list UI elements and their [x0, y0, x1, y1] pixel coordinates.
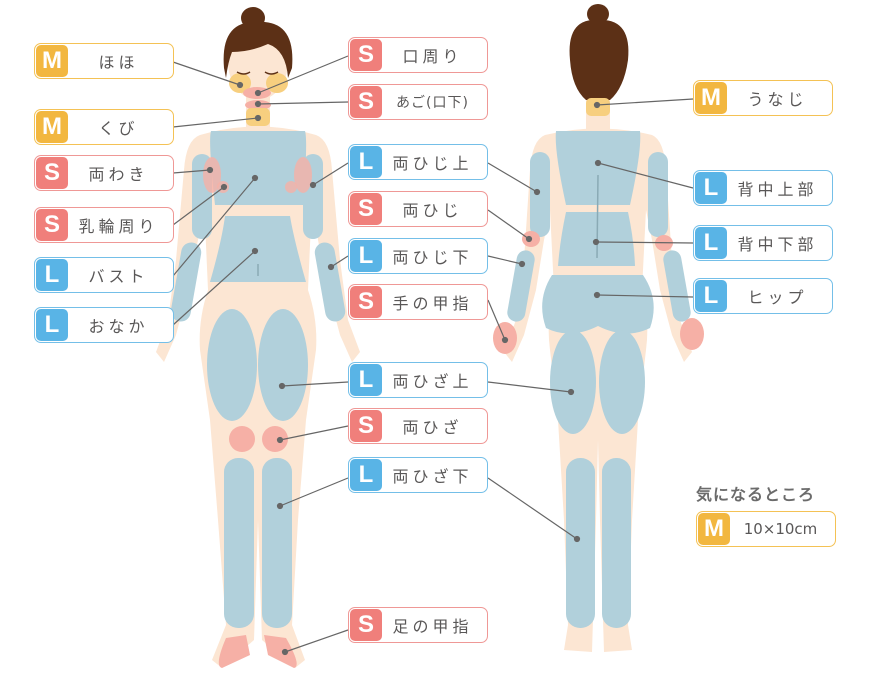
front-body-figure [156, 7, 360, 668]
size-badge: M [695, 82, 727, 114]
size-badge: L [36, 259, 68, 291]
area-name: 背中上部 [737, 180, 818, 199]
area-name: 乳輪周り [78, 217, 159, 236]
area-name: 両ひじ下 [392, 248, 473, 267]
area-name: 背中下部 [737, 235, 818, 254]
size-badge: L [695, 172, 727, 204]
label-ryowaki: S 両わき [34, 155, 174, 191]
size-badge: L [695, 280, 727, 312]
size-badge: M [698, 513, 730, 545]
leader-lines [172, 55, 694, 656]
size-badge: M [36, 45, 68, 77]
label-senaka-jobu: L 背中上部 [693, 170, 833, 206]
back-body-figure [493, 4, 704, 652]
label-ryohiji-shita: L 両ひじ下 [348, 238, 488, 274]
area-name: 両ひじ [402, 201, 463, 220]
area-name: バスト [88, 267, 149, 286]
size-badge: L [350, 364, 382, 396]
label-kubi: M くび [34, 109, 174, 145]
label-hip: L ヒップ [693, 278, 833, 314]
label-ryohiza-shita: L 両ひざ下 [348, 457, 488, 493]
label-te-no-koyubi: S 手の甲指 [348, 284, 488, 320]
size-badge: L [350, 146, 382, 178]
area-name: ヒップ [747, 288, 808, 307]
area-name: あご(口下) [396, 95, 469, 111]
size-badge: S [350, 410, 382, 442]
size-badge: S [350, 86, 382, 118]
area-name: 両ひじ上 [392, 154, 473, 173]
label-onaka: L おなか [34, 307, 174, 343]
size-badge: S [36, 157, 68, 189]
size-badge: S [350, 286, 382, 318]
label-ryohiji: S 両ひじ [348, 191, 488, 227]
label-unaji: M うなじ [693, 80, 833, 116]
area-name: 両ひざ [402, 418, 463, 437]
size-badge: S [350, 609, 382, 641]
size-badge: S [350, 39, 382, 71]
label-kuchimawari: S 口周り [348, 37, 488, 73]
label-ryohiji-ue: L 両ひじ上 [348, 144, 488, 180]
area-name: 足の甲指 [392, 617, 473, 636]
legend-size-text: 10×10cm [743, 520, 818, 538]
area-name: うなじ [747, 90, 808, 109]
label-ashi-no-koyubi: S 足の甲指 [348, 607, 488, 643]
size-badge: M [36, 111, 68, 143]
size-badge: L [695, 227, 727, 259]
size-badge: L [36, 309, 68, 341]
size-badge: L [350, 459, 382, 491]
label-ryohiza: S 両ひざ [348, 408, 488, 444]
area-name: 両ひざ下 [392, 467, 473, 486]
legend-item: M 10×10cm [696, 511, 836, 547]
size-badge: S [36, 209, 68, 241]
label-ryohiza-ue: L 両ひざ上 [348, 362, 488, 398]
size-badge: L [350, 240, 382, 272]
area-name: ほほ [98, 53, 139, 72]
label-bust: L バスト [34, 257, 174, 293]
area-name: くび [98, 119, 139, 138]
label-nyurin-mawari: S 乳輪周り [34, 207, 174, 243]
area-name: 両ひざ上 [392, 372, 473, 391]
size-badge: S [350, 193, 382, 225]
label-ago: S あご(口下) [348, 84, 488, 120]
legend-title: 気になるところ [696, 485, 816, 504]
label-senaka-kabu: L 背中下部 [693, 225, 833, 261]
area-name: 両わき [88, 165, 149, 184]
label-hoho: M ほほ [34, 43, 174, 79]
area-name: 口周り [402, 47, 463, 66]
area-name: 手の甲指 [392, 294, 473, 313]
area-name: おなか [88, 317, 149, 336]
